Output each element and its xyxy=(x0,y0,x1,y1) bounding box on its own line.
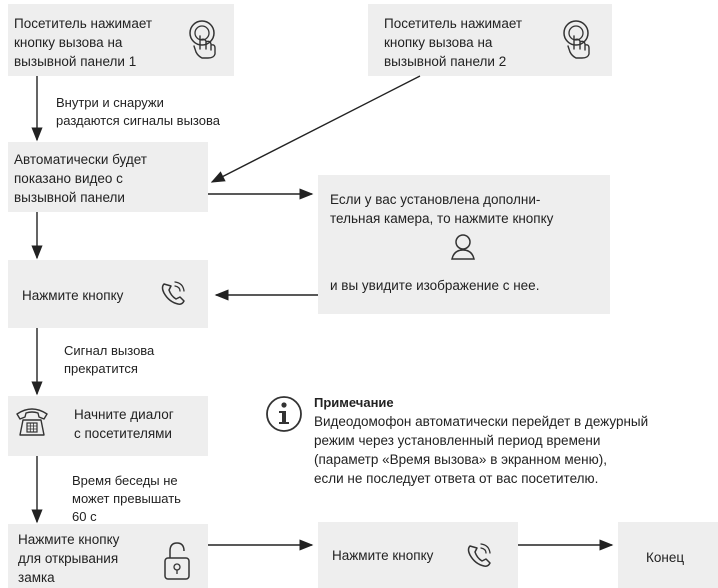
box-end xyxy=(618,522,718,588)
camera-text-1: Если у вас установлена дополни- тельная … xyxy=(330,192,554,226)
start-dialog-text: Начните диалог с посетителями xyxy=(74,407,174,441)
talk-time-label: Время беседы не может превышать 60 с xyxy=(72,473,181,524)
visitor-panel1-text: Посетитель нажимает кнопку вызова на выз… xyxy=(14,16,153,69)
phone-icon xyxy=(16,408,48,436)
press-button-text: Нажмите кнопку xyxy=(22,288,124,303)
unlock-icon xyxy=(164,542,190,580)
handset-icon-2 xyxy=(467,543,491,567)
box-press-unlock xyxy=(8,524,208,588)
box-visitor-panel1 xyxy=(8,4,234,76)
auto-video-text: Автоматически будет показано видео с выз… xyxy=(14,152,147,205)
box-press-button xyxy=(8,260,208,328)
box-auto-video xyxy=(8,142,208,212)
box-visitor-panel2 xyxy=(368,4,612,76)
note-title: Примечание xyxy=(314,395,394,410)
camera-text-2: и вы увидите изображение с нее. xyxy=(330,278,540,293)
touch-button-icon-2 xyxy=(563,20,590,59)
handset-icon xyxy=(161,281,185,305)
box-press-button2 xyxy=(318,522,518,588)
note-body: Видеодомофон автоматически перейдет в де… xyxy=(314,414,649,486)
box-extra-camera xyxy=(318,175,610,314)
signal-stops-label: Сигнал вызова прекратится xyxy=(64,343,155,376)
touch-button-icon xyxy=(189,20,216,59)
end-text: Конец xyxy=(646,550,685,565)
visitor-panel2-text: Посетитель нажимает кнопку вызова на выз… xyxy=(384,16,523,69)
box-start-dialog xyxy=(8,396,208,456)
press-unlock-text: Нажмите кнопку для открывания замка xyxy=(18,532,120,585)
press-button2-text: Нажмите кнопку xyxy=(332,548,434,563)
arrow-panel2-to-video xyxy=(210,75,421,183)
signals-label: Внутри и снаружи раздаются сигналы вызов… xyxy=(56,95,220,128)
info-icon xyxy=(266,396,302,432)
camera-person-icon xyxy=(451,234,475,260)
